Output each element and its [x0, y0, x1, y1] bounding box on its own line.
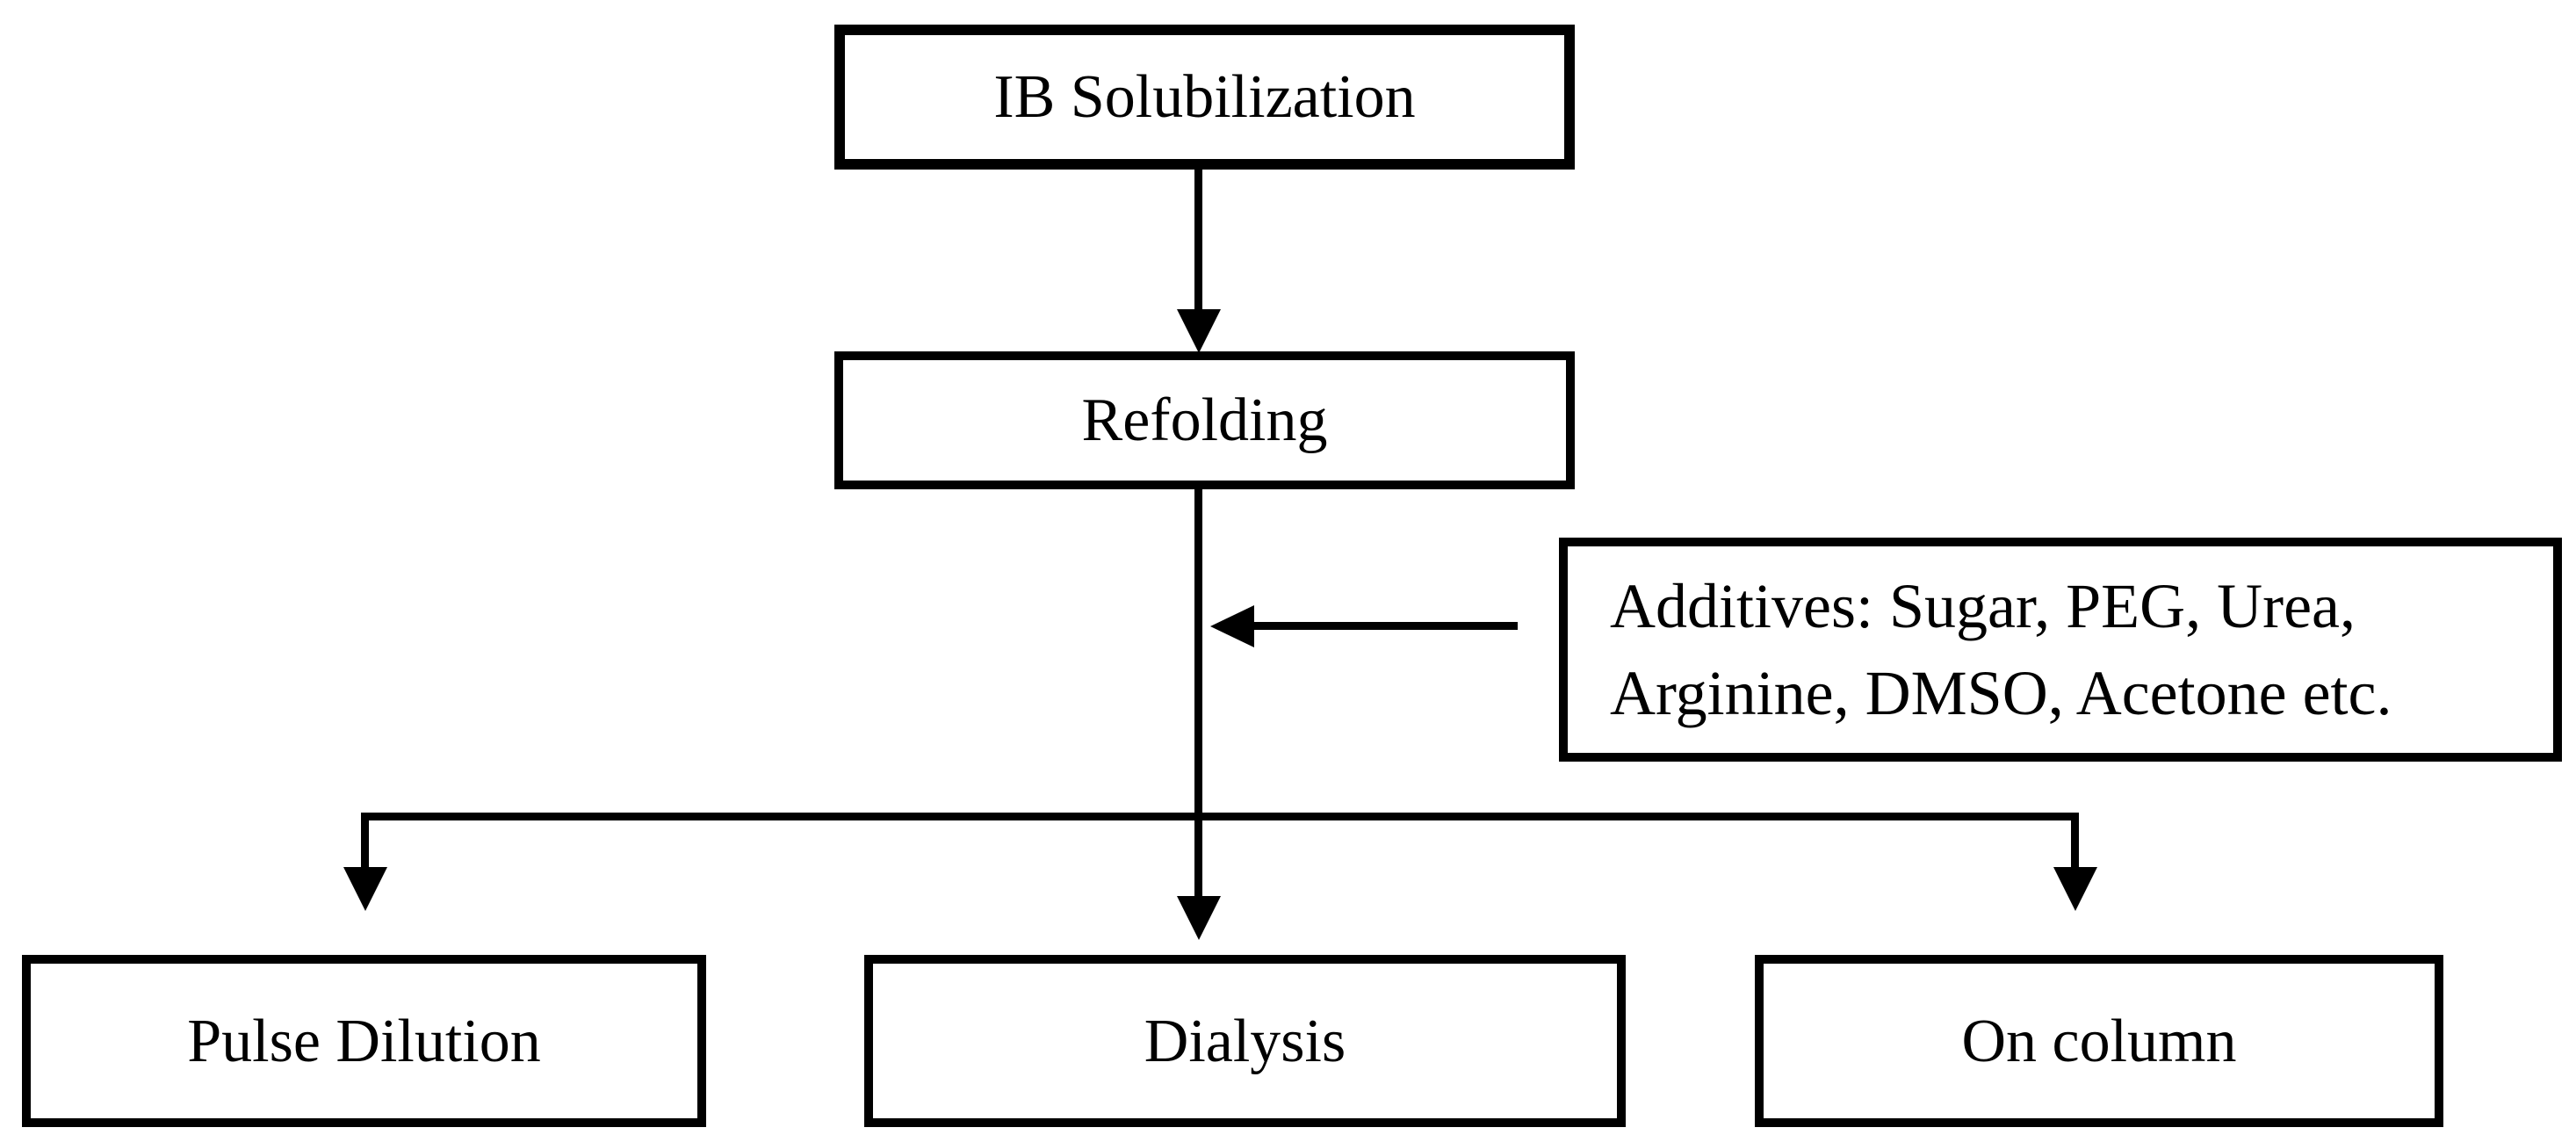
additives-label-line2: Arginine, DMSO, Acetone etc.	[1610, 657, 2392, 728]
connector-branch-to-pulse-dilution	[361, 813, 369, 872]
ib-solubilization-label: IB Solubilization	[993, 63, 1416, 131]
pulse-dilution-box: Pulse Dilution	[22, 955, 706, 1127]
connector-branch-to-on-column	[2071, 813, 2079, 872]
additives-label: Additives: Sugar, PEG, Urea, Arginine, D…	[1610, 563, 2392, 737]
additives-box: Additives: Sugar, PEG, Urea, Arginine, D…	[1559, 538, 2562, 762]
ib-solubilization-box: IB Solubilization	[834, 25, 1575, 170]
arrow-left-icon	[1210, 605, 1254, 647]
dialysis-label: Dialysis	[1144, 1007, 1346, 1075]
on-column-box: On column	[1755, 955, 2443, 1127]
branch-distribution-line	[361, 813, 2079, 820]
refolding-box: Refolding	[834, 351, 1575, 489]
arrow-down-icon	[1177, 896, 1221, 940]
arrow-down-icon	[2053, 867, 2097, 911]
refolding-label: Refolding	[1081, 387, 1328, 454]
pulse-dilution-label: Pulse Dilution	[187, 1007, 541, 1075]
connector-refolding-down	[1194, 489, 1202, 902]
connector-ib-to-refolding	[1194, 170, 1202, 312]
on-column-label: On column	[1961, 1007, 2237, 1075]
arrow-down-icon	[1177, 309, 1221, 353]
connector-additives-to-flow	[1252, 622, 1518, 630]
dialysis-box: Dialysis	[864, 955, 1626, 1127]
additives-label-line1: Additives: Sugar, PEG, Urea,	[1610, 570, 2356, 641]
arrow-down-icon	[343, 867, 387, 911]
